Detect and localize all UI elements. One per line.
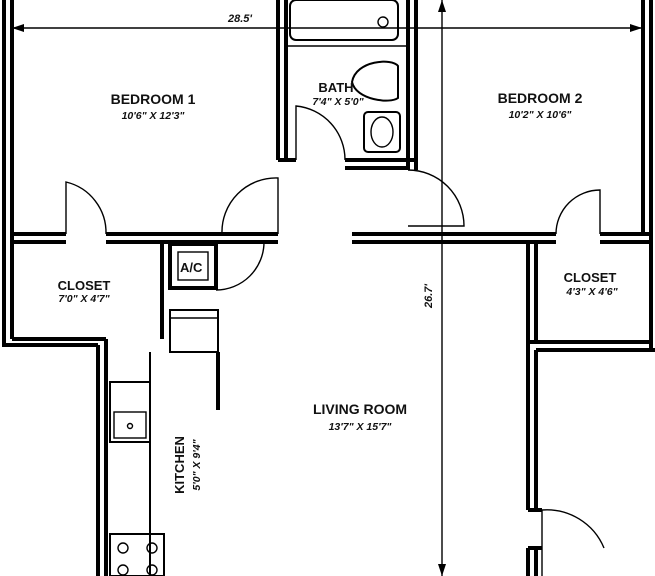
bedroom1-walls [12, 177, 279, 339]
closet1-dims: 7'0" X 4'7" [58, 293, 110, 305]
bedroom2-name: BEDROOM 2 [498, 90, 583, 106]
living-room-name: LIVING ROOM [313, 401, 407, 417]
entry-door [528, 508, 605, 576]
overall-width-label: 28.5' [227, 13, 252, 25]
bath-walls [276, 0, 418, 170]
kitchen-dims: 5'0" X 9'4" [191, 438, 203, 490]
bedroom2-walls [352, 169, 651, 342]
bath-name: BATH [318, 80, 353, 95]
bedroom2-dims: 10'2" X 10'6" [509, 109, 573, 121]
living-room-dims: 13'7" X 15'7" [329, 421, 393, 433]
bedroom1-dims: 10'6" X 12'3" [122, 110, 186, 122]
kitchen-fixtures [109, 309, 220, 576]
closet2-dims: 4'3" X 4'6" [565, 286, 618, 298]
overall-depth-label: 26.7' [423, 284, 435, 309]
closet1-name: CLOSET [58, 278, 111, 293]
bedroom1-name: BEDROOM 1 [111, 91, 196, 107]
overall-width-dimension [11, 18, 643, 38]
bath-dims: 7'4" X 5'0" [312, 96, 364, 108]
kitchen-name: KITCHEN [172, 436, 187, 494]
overall-depth-dimension [438, 0, 446, 576]
ac-label: A/C [180, 260, 203, 275]
closet2-name: CLOSET [564, 270, 617, 285]
ac-unit [168, 241, 265, 291]
